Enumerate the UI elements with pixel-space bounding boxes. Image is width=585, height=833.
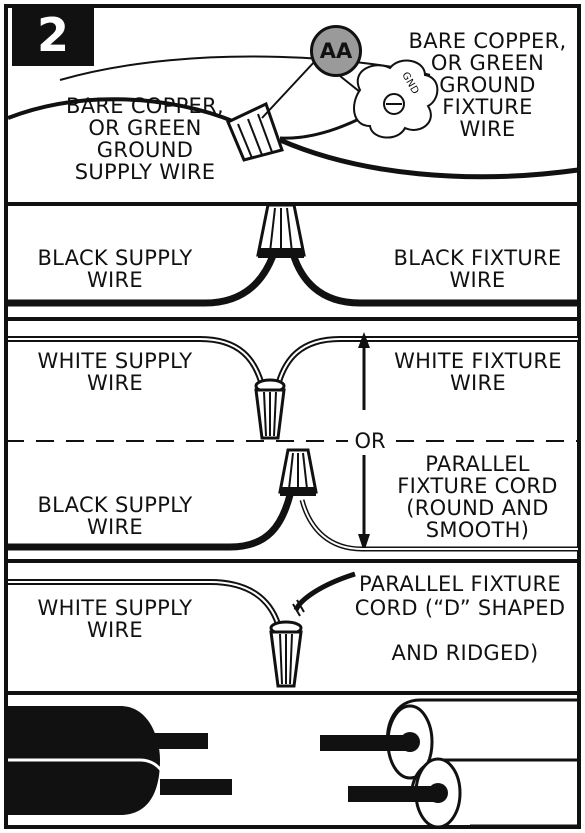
label-parallel-d-line-3: AND RIDGED) <box>391 641 539 665</box>
parallel-d-cord-end <box>293 571 356 612</box>
callout-leader-1 <box>261 59 317 119</box>
black-supply-wire-2 <box>8 494 294 551</box>
label-parallel-d-line-1: PARALLEL FIXTURE <box>359 572 561 596</box>
white-wire-nut-1 <box>254 378 286 440</box>
label-black-supply-1: BLACK SUPPLY WIRE <box>37 246 193 292</box>
ground-supply-wire <box>7 97 236 124</box>
label-parallel-round: PARALLEL FIXTURE CORD (ROUND AND SMOOTH) <box>397 452 558 542</box>
label-parallel-d-line-2: CORD (“D” SHAPED <box>354 596 566 620</box>
label-or: OR <box>348 427 392 455</box>
white-wire-nut-2 <box>269 620 303 688</box>
label-white-supply-1: WHITE SUPPLY WIRE <box>37 349 193 395</box>
label-white-fixture: WHITE FIXTURE WIRE <box>394 349 562 395</box>
label-black-supply-2: BLACK SUPPLY WIRE <box>37 493 193 539</box>
label-white-supply-2: WHITE SUPPLY WIRE <box>37 596 193 642</box>
down-arrow-head <box>358 534 370 552</box>
ground-wire-nut <box>226 101 284 162</box>
ground-fixture-wire-lower <box>278 137 579 180</box>
round-cord-illustration <box>320 698 578 829</box>
label-black-fixture: BLACK FIXTURE WIRE <box>393 246 562 292</box>
black-supply-wire-1 <box>8 248 279 307</box>
outer-frame <box>4 4 581 829</box>
callout-aa-badge: AA <box>310 25 362 77</box>
up-arrow-head <box>358 332 370 348</box>
black-fixture-wire <box>288 249 578 307</box>
label-bare-copper-fixture: BARE COPPER, OR GREEN GROUND FIXTURE WIR… <box>408 29 567 141</box>
step-number-badge: 2 <box>12 4 94 66</box>
label-bare-copper-supply: BARE COPPER, OR GREEN GROUND SUPPLY WIRE <box>66 94 224 184</box>
black-wire-nut-2 <box>278 448 318 496</box>
d-shaped-cord-illustration <box>8 706 232 821</box>
black-wire-nut-1 <box>256 203 306 258</box>
